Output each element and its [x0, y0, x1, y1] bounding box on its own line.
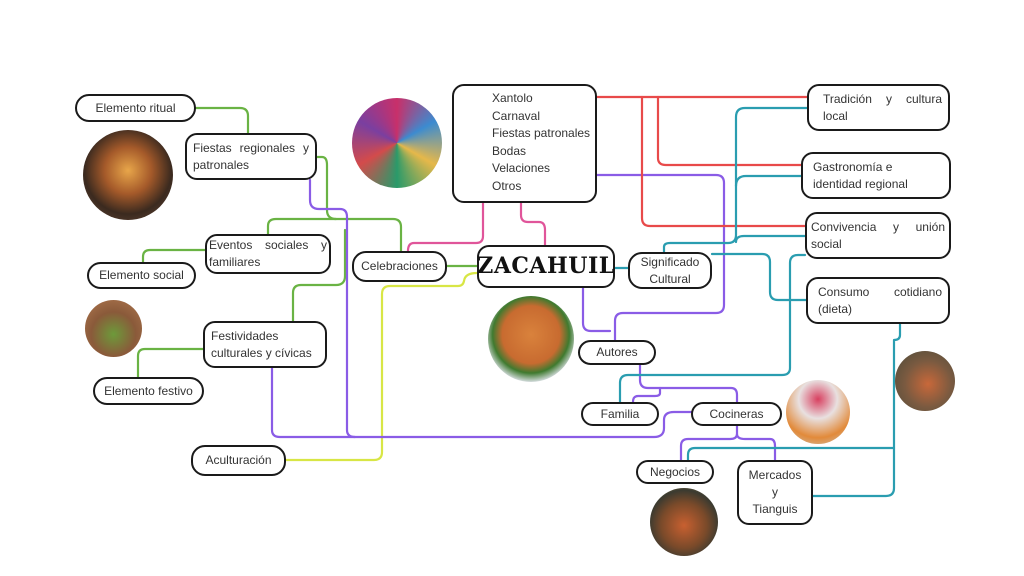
node-consumo[interactable]: Consumo cotidiano (dieta) — [806, 277, 950, 324]
central-topic-zacahuil[interactable]: ZACAHUIL — [477, 245, 615, 288]
market-dish-photo — [650, 488, 718, 556]
node-celebration-list[interactable]: Xantolo Carnaval Fiestas patronales Boda… — [452, 84, 597, 203]
link-autores-cocineras — [638, 363, 739, 404]
node-familia[interactable]: Familia — [581, 402, 659, 426]
link-list-gastronomia — [656, 95, 803, 167]
link-convivencia-familia — [618, 253, 807, 404]
list-item: Carnaval — [492, 108, 541, 123]
link-ritual-fiestas — [194, 106, 250, 135]
altar-photo — [83, 130, 173, 220]
node-negocios[interactable]: Negocios — [636, 460, 714, 484]
list-item: Fiestas patronales — [492, 126, 591, 140]
link-festividades-up — [291, 228, 347, 323]
link-list-autores — [595, 173, 726, 342]
link-festividades-cocineras — [270, 366, 693, 439]
node-autores[interactable]: Autores — [578, 340, 656, 365]
node-festividades[interactable]: Festividades culturales y cívicas — [203, 321, 327, 368]
list-item: Velaciones — [492, 161, 551, 175]
list-item: Otros — [492, 178, 522, 193]
node-significado-cultural[interactable]: Significado Cultural — [628, 252, 712, 289]
link-festividades-festivo — [136, 347, 205, 379]
link-significado-consumo — [710, 252, 808, 302]
node-elemento-ritual[interactable]: Elemento ritual — [75, 94, 196, 122]
link-consumo-negocios — [686, 446, 896, 462]
link-eventos-celebraciones — [266, 217, 338, 236]
link-convivencia-teal — [734, 234, 807, 244]
node-celebraciones[interactable]: Celebraciones — [352, 251, 447, 282]
zacahuil-dish-photo — [488, 296, 574, 382]
link-zacahuil-autores — [581, 286, 612, 333]
node-eventos-sociales[interactable]: Eventos sociales y familiares — [205, 234, 331, 274]
oven-photo — [895, 351, 955, 411]
node-cocineras[interactable]: Cocineras — [691, 402, 782, 426]
dancers-photo — [352, 98, 442, 188]
node-fiestas-regionales[interactable]: Fiestas regionales y patronales — [185, 133, 317, 180]
list-item: Bodas — [492, 143, 527, 158]
node-tradicion[interactable]: Tradición y cultura local — [807, 84, 950, 131]
link-gastronomia-teal — [734, 174, 803, 188]
link-cocineras-mercados — [735, 432, 777, 462]
link-significado-tradicion — [662, 106, 809, 254]
link-eventos-social — [141, 248, 207, 264]
link-aculturacion-zacahuil — [284, 271, 479, 462]
festive-offering-photo — [85, 300, 142, 357]
link-list-zacahuil — [519, 201, 547, 247]
link-autores-familia — [631, 386, 662, 404]
list-item: Xantolo — [492, 91, 533, 105]
link-list-celebraciones — [406, 201, 485, 253]
link-cocineras-negocios — [679, 424, 739, 462]
node-aculturacion[interactable]: Aculturación — [191, 445, 286, 476]
link-consumo-mercados — [811, 322, 902, 498]
cook-photo — [786, 380, 850, 444]
link-fiestas-celebraciones — [315, 155, 403, 253]
node-gastronomia[interactable]: Gastronomía e identidad regional — [801, 152, 951, 199]
link-list-convivencia — [640, 95, 807, 228]
link-fiestas-down — [308, 178, 357, 439]
node-mercados-tianguis[interactable]: Mercados y Tianguis — [737, 460, 813, 525]
node-elemento-social[interactable]: Elemento social — [87, 262, 196, 289]
node-elemento-festivo[interactable]: Elemento festivo — [93, 377, 204, 405]
node-convivencia[interactable]: Convivencia y unión social — [805, 212, 951, 259]
